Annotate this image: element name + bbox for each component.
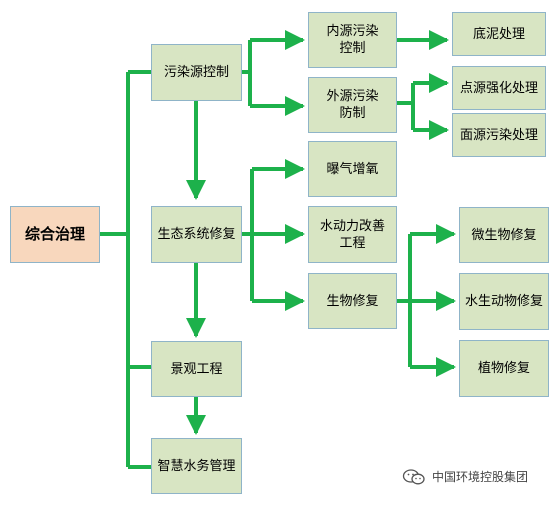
node-aeration-label: 曝气增氧 xyxy=(326,161,379,177)
node-point-source-label: 点源强化处理 xyxy=(459,80,538,96)
node-plant-label: 植物修复 xyxy=(477,361,530,376)
node-landscape: 景观工程 xyxy=(151,341,242,397)
node-sediment-label: 底泥处理 xyxy=(472,26,525,42)
node-smart-water: 智慧水务管理 xyxy=(151,438,242,494)
node-root: 综合治理 xyxy=(10,206,100,263)
node-microbe-label: 微生物修复 xyxy=(471,227,537,243)
node-internal-source-label: 内源污染 控制 xyxy=(326,24,379,56)
node-landscape-label: 景观工程 xyxy=(170,361,223,377)
node-internal-source: 内源污染 控制 xyxy=(308,12,397,68)
node-hydrodynamics: 水动力改善 工程 xyxy=(308,206,397,263)
node-bio-restore: 生物修复 xyxy=(308,273,397,329)
node-area-source-label: 面源污染处理 xyxy=(459,127,538,143)
node-plant: 植物修复 xyxy=(459,340,549,397)
node-pollution-control-label: 污染源控制 xyxy=(163,65,229,80)
node-aquatic-animal: 水生动物修复 xyxy=(459,273,549,330)
node-sediment: 底泥处理 xyxy=(452,12,546,56)
node-aeration: 曝气增氧 xyxy=(308,141,397,197)
node-ecosystem-restore-label: 生态系统修复 xyxy=(157,227,236,242)
node-microbe: 微生物修复 xyxy=(459,207,549,263)
node-aquatic-animal-label: 水生动物修复 xyxy=(464,294,543,309)
wechat-icon xyxy=(402,468,425,484)
node-hydrodynamics-label: 水动力改善 工程 xyxy=(319,218,385,251)
node-external-source: 外源污染 防制 xyxy=(308,77,397,133)
node-external-source-label: 外源污染 防制 xyxy=(326,89,379,121)
watermark: 中国环境控股集团 xyxy=(402,468,528,485)
node-smart-water-label: 智慧水务管理 xyxy=(157,458,236,474)
node-ecosystem-restore: 生态系统修复 xyxy=(151,206,242,263)
watermark-text: 中国环境控股集团 xyxy=(432,470,529,484)
node-bio-restore-label: 生物修复 xyxy=(326,293,379,309)
node-root-label: 综合治理 xyxy=(24,225,85,243)
node-pollution-control: 污染源控制 xyxy=(151,44,242,101)
node-point-source: 点源强化处理 xyxy=(452,66,546,110)
node-area-source: 面源污染处理 xyxy=(452,113,546,157)
